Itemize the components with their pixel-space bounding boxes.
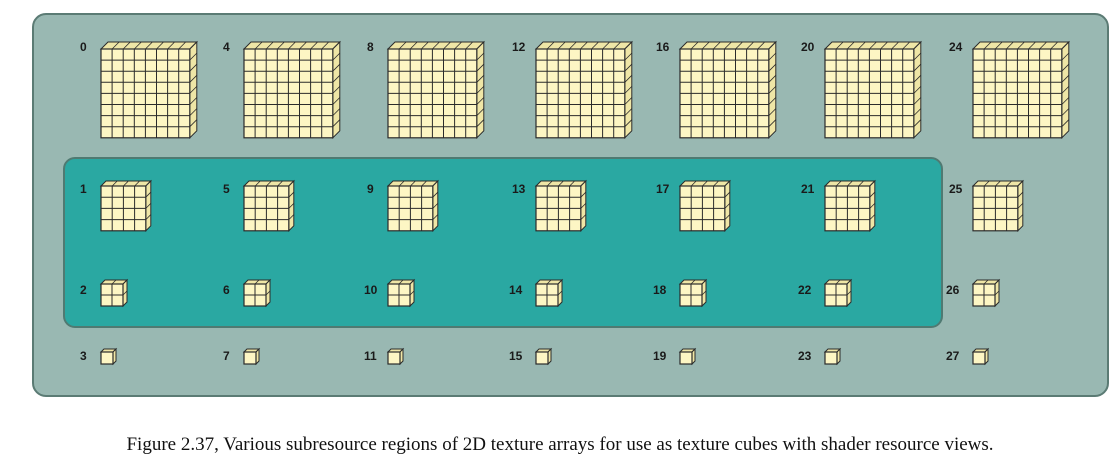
- texture-cube-3: [99, 347, 118, 366]
- subresource-index-label: 0: [80, 40, 87, 54]
- selected-subresource-region: [63, 157, 943, 328]
- subresource-index-label: 22: [798, 283, 812, 297]
- texture-cube-12: [534, 40, 634, 140]
- subresource-index-label: 5: [223, 182, 230, 196]
- subresource-index-label: 27: [946, 349, 960, 363]
- texture-cube-25: [971, 179, 1025, 233]
- subresource-index-label: 20: [801, 40, 815, 54]
- subresource-index-label: 26: [946, 283, 960, 297]
- texture-cube-2: [99, 278, 129, 308]
- texture-cube-24: [971, 40, 1071, 140]
- subresource-index-label: 6: [223, 283, 230, 297]
- subresource-index-label: 25: [949, 182, 963, 196]
- subresource-index-label: 16: [656, 40, 670, 54]
- subresource-index-label: 11: [364, 349, 377, 363]
- texture-cube-5: [242, 179, 296, 233]
- subresource-index-label: 18: [653, 283, 667, 297]
- texture-cube-22: [823, 278, 853, 308]
- texture-cube-26: [971, 278, 1001, 308]
- subresource-index-label: 8: [367, 40, 374, 54]
- texture-cube-6: [242, 278, 272, 308]
- figure-caption: Figure 2.37, Various subresource regions…: [126, 434, 994, 455]
- texture-cube-7: [242, 347, 261, 366]
- texture-cube-4: [242, 40, 342, 140]
- texture-cube-20: [823, 40, 923, 140]
- subresource-index-label: 23: [798, 349, 812, 363]
- texture-cube-15: [534, 347, 553, 366]
- texture-cube-8: [386, 40, 486, 140]
- texture-cube-16: [678, 40, 778, 140]
- subresource-index-label: 17: [656, 182, 670, 196]
- texture-cube-13: [534, 179, 588, 233]
- subresource-index-label: 9: [367, 182, 374, 196]
- texture-cube-0: [99, 40, 199, 140]
- texture-cube-1: [99, 179, 153, 233]
- texture-cube-9: [386, 179, 440, 233]
- texture-cube-10: [386, 278, 416, 308]
- subresource-index-label: 14: [509, 283, 523, 297]
- texture-cube-17: [678, 179, 732, 233]
- subresource-index-label: 4: [223, 40, 230, 54]
- subresource-index-label: 7: [223, 349, 230, 363]
- texture-cube-19: [678, 347, 697, 366]
- texture-cube-27: [971, 347, 990, 366]
- subresource-index-label: 24: [949, 40, 963, 54]
- subresource-index-label: 1: [80, 182, 87, 196]
- texture-cube-23: [823, 347, 842, 366]
- texture-cube-21: [823, 179, 877, 233]
- texture-cube-11: [386, 347, 405, 366]
- subresource-index-label: 19: [653, 349, 667, 363]
- texture-cube-14: [534, 278, 564, 308]
- subresource-index-label: 21: [801, 182, 815, 196]
- subresource-index-label: 15: [509, 349, 523, 363]
- subresource-index-label: 2: [80, 283, 87, 297]
- subresource-index-label: 3: [80, 349, 87, 363]
- subresource-index-label: 10: [364, 283, 378, 297]
- texture-cube-18: [678, 278, 708, 308]
- subresource-index-label: 12: [512, 40, 526, 54]
- subresource-index-label: 13: [512, 182, 526, 196]
